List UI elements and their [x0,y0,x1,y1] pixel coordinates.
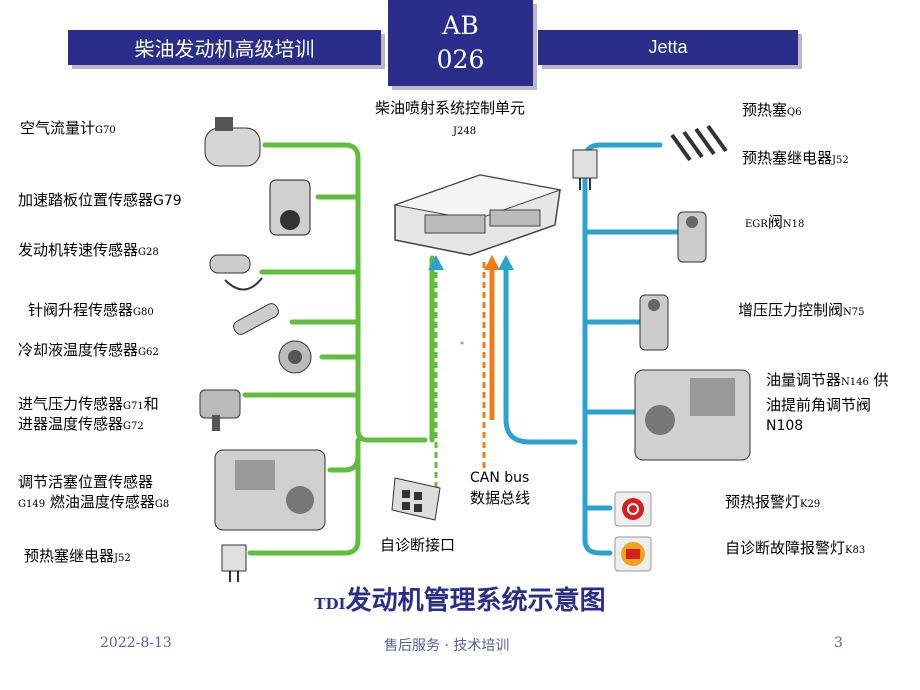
sensor-label-fuel-temp: G149 燃油温度传感器G8 [18,493,170,511]
sensor-label-relay: 预热塞继电器J52 [24,547,131,565]
actuator-label-timing-valve: 油提前角调节阀 [766,396,872,414]
actuator-wiring [503,142,683,556]
actuator-label-fault-lamp: 自诊断故障报警灯K83 [725,539,866,557]
header-title: 柴油发动机高级培训 [134,37,315,61]
sensor-label-intake-pressure: 进气压力传感器G71和 [18,395,159,413]
sensor-label-air-flow: 空气流量计G70 [20,119,116,137]
sensor-wiring [242,142,435,556]
relay-right-icon [572,149,598,190]
ecu-code: J248 [453,126,477,137]
accelerator-sensor-icon [269,179,311,236]
injection-pump-left-icon [214,449,326,531]
footer-page-number: 3 [834,635,843,651]
sensor-label-engine-speed: 发动机转速传感器G28 [18,241,159,259]
sensor-label-accelerator: 加速踏板位置传感器G79 [18,191,182,209]
arrow-up-icon [484,255,500,270]
arrow-up-icon [498,255,514,270]
can-bus-label: CAN bus [470,470,530,486]
air-flow-meter-icon [204,117,261,167]
header-title-bar: 柴油发动机高级培训 [68,30,381,65]
speed-sensor-icon [209,254,263,291]
relay-left-icon [221,544,247,582]
ecu-illustration [393,174,562,256]
injection-pump-right-icon [634,369,751,461]
actuator-label-glow-lamp: 预热报警灯K29 [725,493,821,511]
model-bar: Jetta [538,30,798,65]
ecu-name: 柴油喷射系统控制单元 [375,99,526,117]
diagram-title: TDI发动机管理系统示意图 [314,586,606,616]
footer-center: 售后服务 · 技术培训 [384,638,510,654]
fault-warning-lamp-icon [614,536,652,572]
arrow-up-icon [428,255,444,270]
boost-control-valve-icon [639,294,669,351]
sensor-label-intake-temp: 进器温度传感器G72 [18,415,144,433]
sensor-label-needle-lift: 针阀升程传感器G80 [28,301,154,319]
course-code-line1: AB [442,11,479,40]
glow-plugs-icon [670,124,728,162]
glow-warning-lamp-icon [614,491,652,527]
coolant-temp-sensor-icon [278,340,312,374]
actuator-label-timing-code: N108 [766,418,804,434]
model-name: Jetta [648,37,688,57]
course-code-line2: 026 [436,45,485,74]
diag-connector-icon [391,477,441,521]
footer-date: 2022-8-13 [100,635,172,651]
actuator-label-quantity-adjuster: 油量调节器N146 供 [766,371,889,389]
needle-lift-sensor-icon [233,303,279,335]
actuator-label-glow-plug: 预热塞Q6 [742,101,802,119]
diag-interface-label: 自诊断接口 [380,536,456,554]
intake-pressure-sensor-icon [199,389,241,431]
can-bus-label-cn: 数据总线 [470,489,531,507]
egr-valve-icon [677,211,707,263]
actuator-label-boost-valve: 增压压力控制阀N75 [738,301,865,319]
sensor-label-coolant-temp: 冷却液温度传感器G62 [18,341,159,359]
course-code-box: AB 026 [388,0,533,86]
sensor-label-piston-position: 调节活塞位置传感器 [18,473,154,491]
actuator-label-glow-relay: 预热塞继电器J52 [742,149,849,167]
actuator-label-egr: EGR阀N18 [745,213,805,231]
